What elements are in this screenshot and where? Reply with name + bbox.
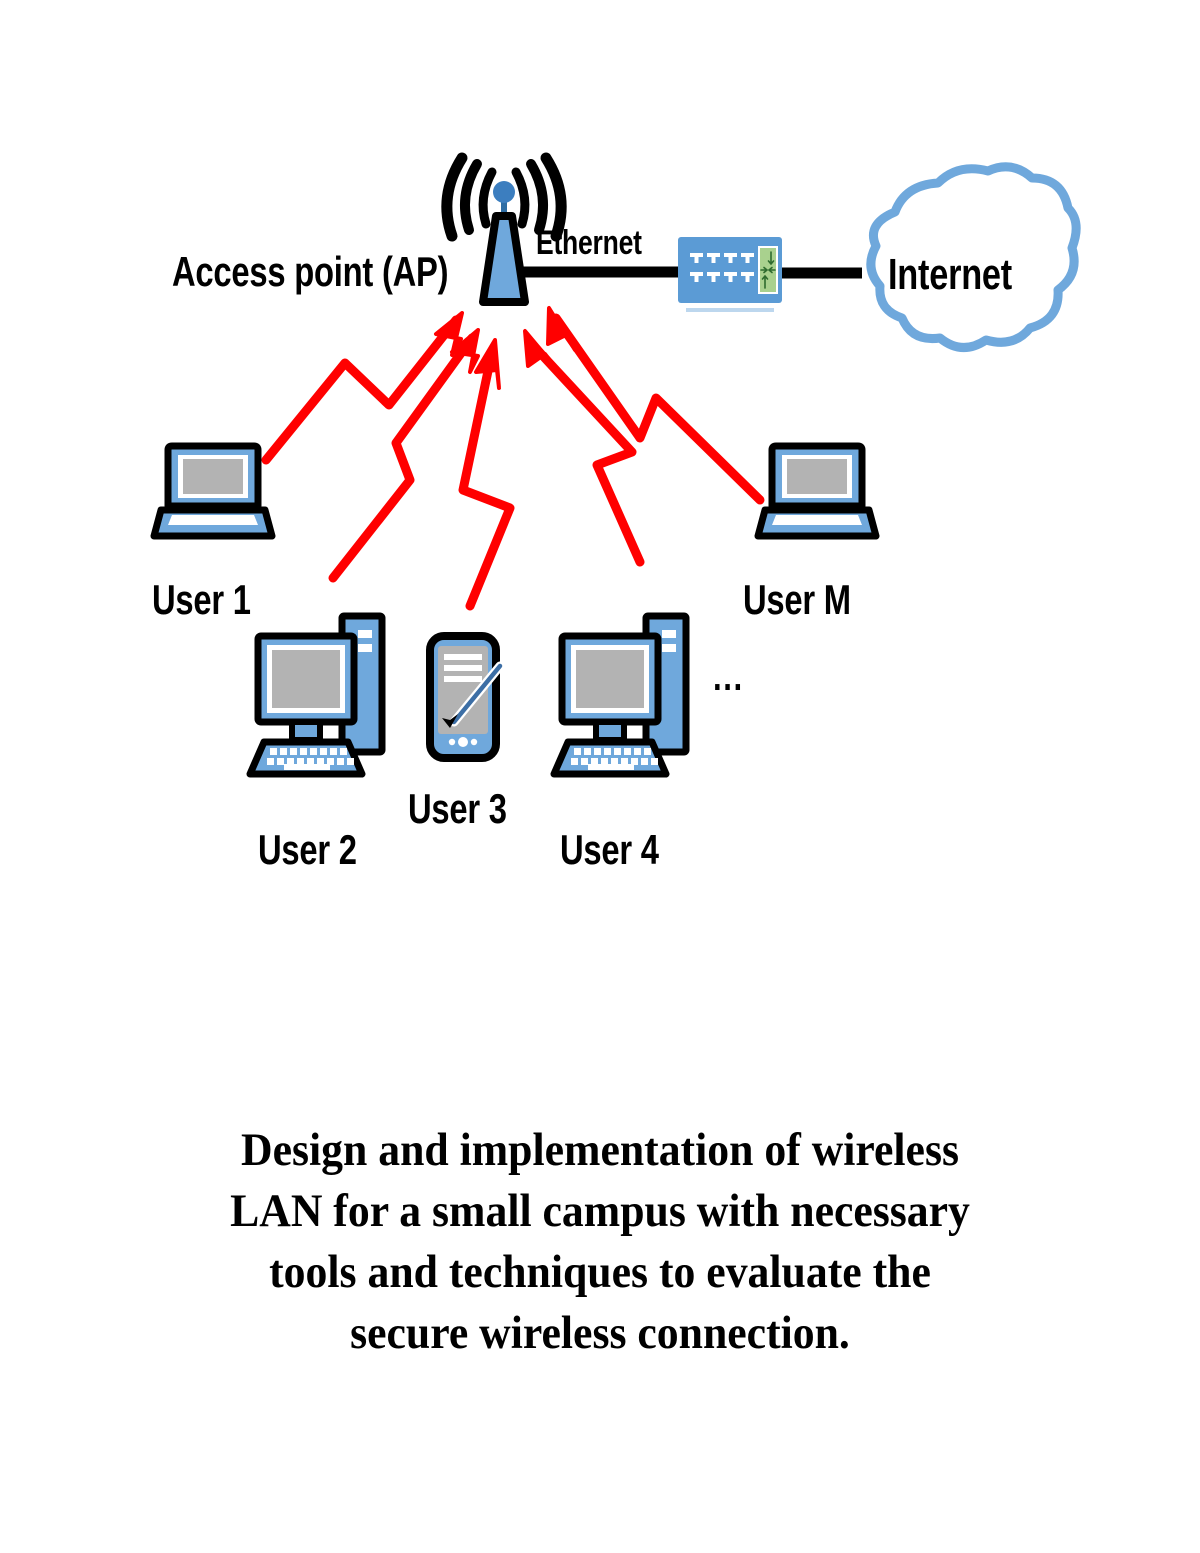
wireless-link-arrows: [261, 306, 765, 611]
userm-label: User M: [743, 576, 851, 623]
internet-label: Internet: [888, 250, 1012, 299]
network-switch-icon: [678, 237, 782, 312]
wireless-arrow-5: [546, 306, 765, 505]
laptop-icon-userm: [758, 446, 876, 536]
figure-caption: Design and implementation of wireless LA…: [42, 1120, 1158, 1364]
desktop-computer-icon-user2: [250, 616, 382, 774]
wireless-arrow-4: [523, 329, 645, 567]
diagram-canvas: [0, 152, 1081, 1100]
cloud-icon: [866, 162, 1081, 352]
user1-label: User 1: [152, 576, 251, 623]
wireless-arrow-1: [261, 311, 464, 465]
pda-smartphone-icon-user3: [430, 636, 500, 758]
desktop-computer-icon-user4: [554, 616, 686, 774]
user4-label: User 4: [560, 826, 659, 873]
user2-label: User 2: [258, 826, 357, 873]
wireless-antenna-icon: [441, 152, 567, 306]
user3-label: User 3: [408, 785, 507, 832]
network-diagram: Access point (AP) Ethernet Internet User…: [0, 152, 1081, 1100]
caption-line: secure wireless connection.: [350, 1307, 850, 1359]
wireless-arrow-3: [458, 338, 515, 611]
access-point-label: Access point (AP): [172, 248, 449, 295]
ethernet-label: Ethernet: [536, 224, 642, 262]
caption-line: LAN for a small campus with necessary: [230, 1185, 970, 1237]
laptop-icon-user1: [154, 446, 272, 536]
wireless-arrow-2: [328, 328, 480, 583]
caption-line: tools and techniques to evaluate the: [269, 1246, 931, 1298]
ellipsis-icon: ...: [713, 655, 744, 699]
caption-line: Design and implementation of wireless: [241, 1124, 959, 1176]
